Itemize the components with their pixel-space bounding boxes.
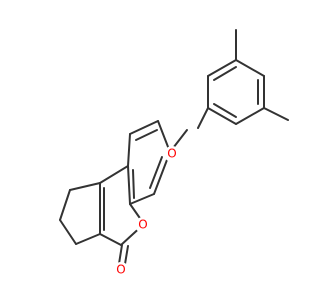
svg-text:O: O (167, 147, 176, 161)
ring-oxygen-atom: O (135, 217, 151, 233)
dimethylphenyl-ring (207, 29, 289, 125)
molecule-structure: O O O (59, 29, 289, 278)
carbonyl-oxygen-atom: O (113, 262, 129, 278)
ether-linker (169, 107, 209, 153)
ether-oxygen-atom: O (164, 146, 180, 162)
benzo-ring (127, 120, 171, 205)
molecule-canvas: O O O (59, 29, 289, 278)
cyclopentane-ring (59, 182, 101, 245)
svg-text:O: O (116, 263, 125, 277)
svg-text:O: O (138, 218, 147, 232)
